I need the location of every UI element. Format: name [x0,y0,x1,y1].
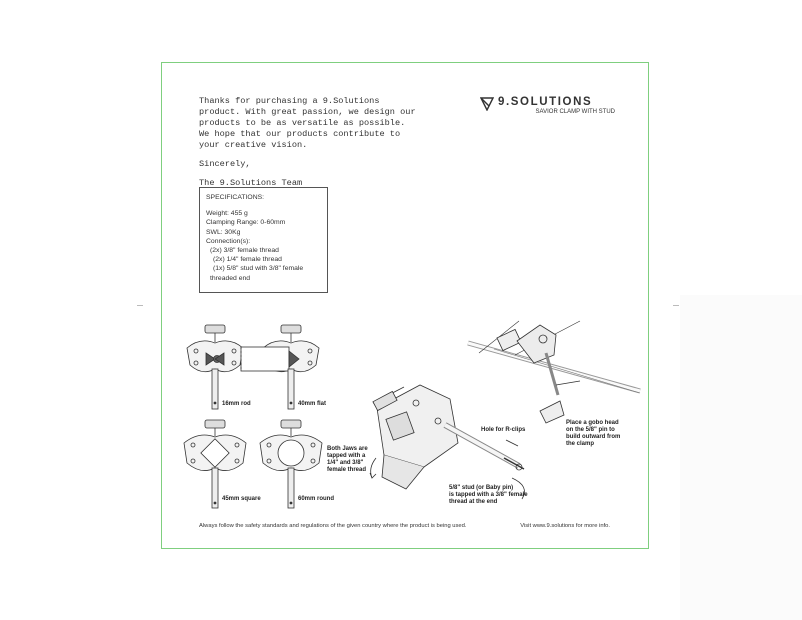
gobo-line-1: Place a gobo head [566,420,619,426]
large-clamp-drawing [372,384,525,490]
product-name: SAVIOR CLAMP WITH STUD [535,109,615,115]
thank-you-letter: Thanks for purchasing a 9.Solutions prod… [199,96,419,197]
specifications-box: SPECIFICATIONS: Weight: 455 g Clamping R… [199,187,328,293]
instruction-sheet: Thanks for purchasing a 9.Solutions prod… [161,62,649,549]
clamp-round-drawing [259,419,323,509]
spec-connection-3-cont: threaded end [210,274,251,282]
letter-body: Thanks for purchasing a 9.Solutions prod… [199,96,416,150]
arrow-hole [505,439,519,447]
spec-connection-3: (1x) 5/8" stud with 3/8" female [213,265,304,273]
spec-swl: SWL: 30Kg [206,228,241,236]
jaws-line-2: tapped with a [327,453,366,459]
letter-signature: The 9.Solutions Team [199,178,303,188]
gobo-line-4: the clamp [566,441,595,447]
gobo-line-2: on the 5/8" pin to [566,427,615,433]
label-45mm-square: 45mm square [222,496,261,502]
fold-mark-left [137,305,143,306]
stud-line-1: 5/8" stud (or Baby pin) [449,485,514,491]
clamp-square-drawing [183,419,247,509]
logo-mark-icon [480,97,494,111]
adjacent-page-shadow [680,295,802,620]
label-jaws-note: Both Jaws are tapped with a 1/4" and 3/8… [327,446,368,474]
brand-logo: 9.SOLUTIONS SAVIOR CLAMP WITH STUD [480,96,615,120]
clamp-illustrations [183,320,641,509]
specs-heading: SPECIFICATIONS: [206,194,265,201]
spec-weight: Weight: 455 g [206,210,248,218]
label-60mm-round: 60mm round [298,496,335,502]
spec-range: Clamping Range: 0-60mm [206,219,286,227]
letter-closing: Sincerely, [199,159,251,169]
label-gobo-note: Place a gobo head on the 5/8" pin to bui… [566,420,620,448]
label-hole-r-clips: Hole for R-clips [481,427,526,433]
spec-connection-1: (2x) 3/8" female thread [210,247,279,255]
brand-name: 9.SOLUTIONS [498,96,593,108]
label-stud-note: 5/8" stud (or Baby pin) is tapped with a… [449,485,528,506]
spec-connection-2: (2x) 1/4" female thread [213,256,282,264]
clamp-rod-drawing [186,324,244,410]
jaws-line-3: 1/4" and 3/8" [327,460,364,466]
safety-notice: Always follow the safety standards and r… [199,523,467,529]
jaws-line-1: Both Jaws are [327,446,368,452]
stud-line-2: is tapped with a 3/8" female [449,492,528,498]
arrow-stud [511,477,525,500]
arrow-jaws-head [369,472,377,479]
label-16mm-rod: 16mm rod [222,401,251,407]
fold-mark-right [673,305,679,306]
website-notice: Visit www.9.solutions for more info. [520,523,610,529]
gobo-rig-drawing [467,320,641,424]
clamp-flat-drawing [240,324,320,410]
gobo-line-3: build outward from [566,434,621,440]
jaws-line-4: female thread [327,467,367,473]
spec-connections: Connection(s): [206,237,251,245]
stud-line-3: thread at the end [449,499,498,505]
label-40mm-flat: 40mm flat [298,401,327,407]
